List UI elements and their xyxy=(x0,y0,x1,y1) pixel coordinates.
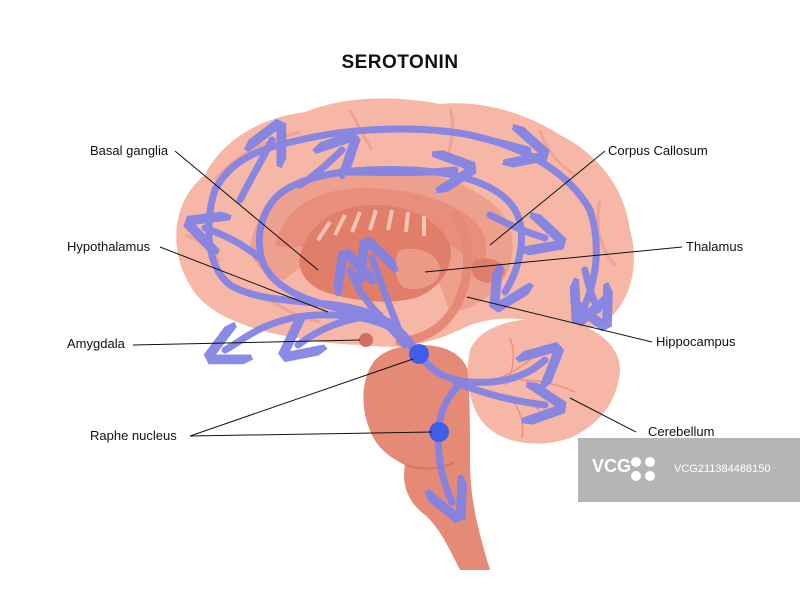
label-corpus-callosum: Corpus Callosum xyxy=(608,143,708,158)
label-raphe-nucleus: Raphe nucleus xyxy=(90,428,177,443)
label-hypothalamus: Hypothalamus xyxy=(67,239,151,254)
watermark-id: VCG211384488150 xyxy=(674,463,771,475)
serotonin-pathways xyxy=(205,129,598,502)
watermark-logo: VCG xyxy=(592,456,632,476)
leader-lines xyxy=(132,150,683,437)
label-cerebellum: Cerebellum xyxy=(648,424,715,439)
watermark-mark-icon xyxy=(631,457,655,481)
raphe-nucleus-upper-dot xyxy=(409,344,429,364)
label-thalamus: Thalamus xyxy=(686,239,744,254)
label-amygdala: Amygdala xyxy=(67,336,125,351)
label-basal-ganglia: Basal ganglia xyxy=(90,143,169,158)
label-hippocampus: Hippocampus xyxy=(656,334,736,349)
diagram-title: SEROTONIN xyxy=(341,52,459,73)
raphe-nucleus-lower-dot xyxy=(429,422,449,442)
watermark: VCG VCG211384488150 xyxy=(578,438,800,502)
